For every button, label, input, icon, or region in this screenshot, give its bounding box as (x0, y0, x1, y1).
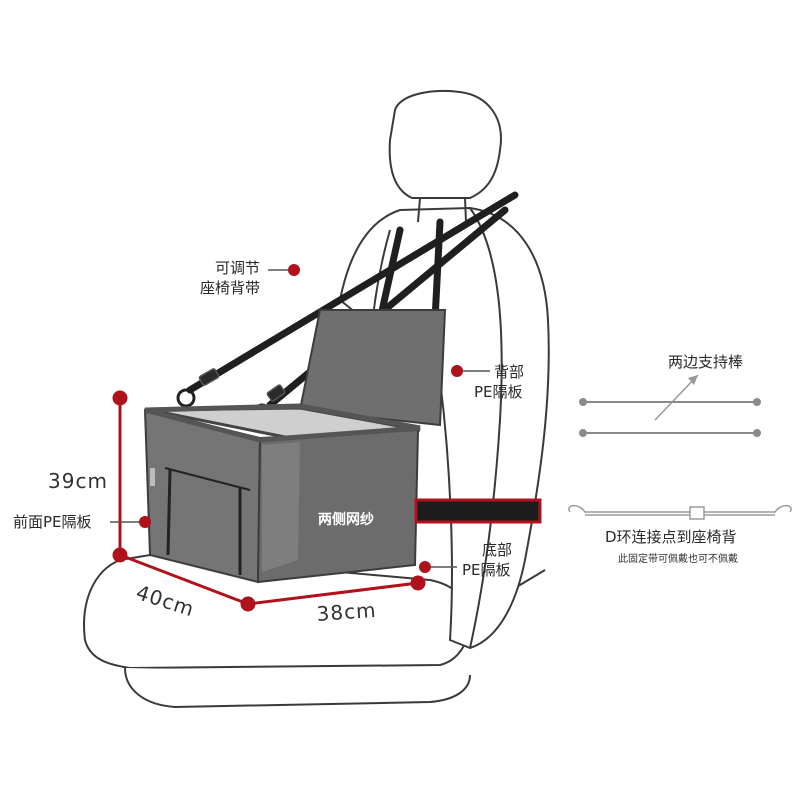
dimension-lines (112, 390, 426, 612)
width-dimension: 38cm (315, 597, 378, 626)
d-ring-label: D环连接点到座椅背 (605, 528, 737, 546)
d-ring-strap-illustration (568, 504, 792, 520)
pet-carrier-box (143, 403, 421, 584)
back-panel-label: 背部 PE隔板 (474, 362, 524, 402)
support-rods-illustration (579, 374, 761, 437)
front-panel-label: 前面PE隔板 (13, 513, 92, 531)
d-ring-note: 此固定带可佩戴也可不佩戴 (618, 554, 738, 565)
back-panel-label-line2: PE隔板 (474, 383, 523, 401)
bottom-panel-label-line1: 底部 (482, 541, 513, 559)
side-mesh-label: 两侧网纱 (318, 512, 374, 528)
carrier-back-panel (298, 309, 447, 427)
strap-label: 可调节 座椅背带 (180, 258, 260, 298)
seat-cushion (83, 553, 546, 709)
bottom-panel-label: 底部 PE隔板 (462, 540, 512, 580)
seat-headrest (388, 89, 502, 223)
d-ring-band (414, 498, 542, 524)
support-rods-label: 两边支持棒 (668, 353, 744, 371)
back-panel-label-line1: 背部 (494, 363, 525, 381)
height-dimension: 39cm (48, 469, 108, 493)
bottom-panel-label-line2: PE隔板 (462, 561, 511, 579)
strap-label-line1: 可调节 (214, 259, 260, 277)
strap-label-line2: 座椅背带 (199, 279, 260, 297)
callout-leaders (110, 264, 490, 573)
